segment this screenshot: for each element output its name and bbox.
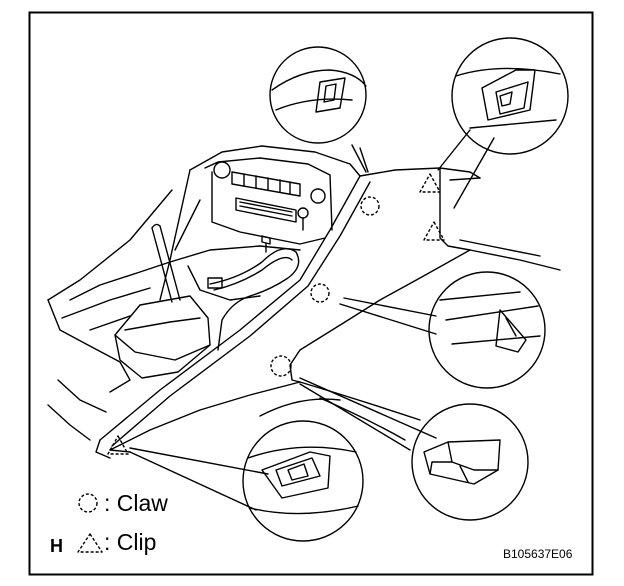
dashed-circle-icon [78,493,98,513]
figure-code: B105637E06 [503,547,573,561]
detail-circle-claw-lower [411,403,529,521]
figure-letter: H [50,536,63,556]
leader-lines [129,129,495,511]
figure-frame [28,11,594,576]
wire-harness [207,248,300,351]
claw-marker [360,196,380,216]
clip-marker [423,221,445,241]
center-console-dashboard [47,145,361,301]
screw [261,235,271,253]
legend-claw-label: : Claw [104,490,168,516]
claw-marker [270,355,292,377]
detail-circle-claw-upper [269,46,367,144]
shift-lever [114,223,211,379]
dashed-triangle-icon [77,533,103,553]
detail-circle-claw-middle [428,271,546,389]
legend-clip-label: : Clip [104,529,157,555]
detail-circle-clip-upper [451,37,569,155]
floor-tunnel [47,245,301,441]
clip-marker [107,435,129,455]
claw-marker [310,283,330,303]
clip-marker [419,173,441,193]
detail-circle-clip-lower [242,420,364,542]
console-side-trim-panel [95,167,561,459]
